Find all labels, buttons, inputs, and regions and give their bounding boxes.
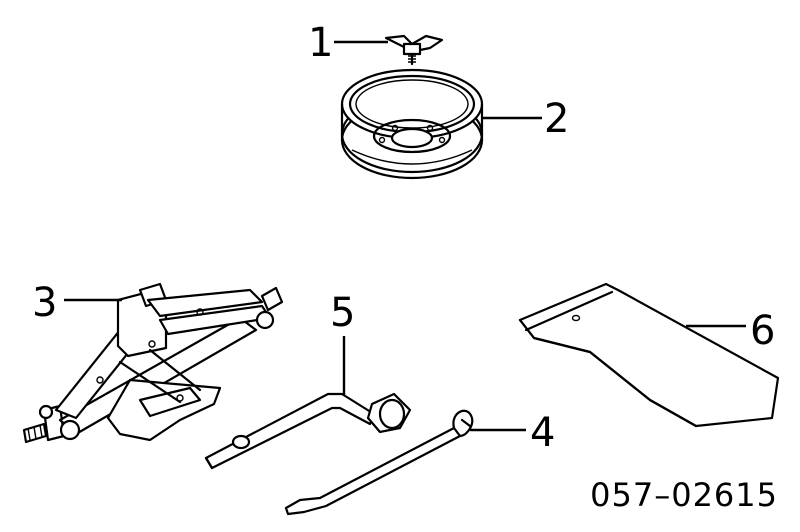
part-5-wheel-brace	[204, 392, 412, 470]
diagram-code: 057–02615	[590, 476, 778, 514]
part-3-scissor-jack	[22, 282, 284, 444]
part-1-wing-bolt	[384, 34, 444, 66]
leader-lines	[64, 40, 746, 432]
callout-1: 1	[308, 20, 333, 66]
part-4-jack-handle	[284, 409, 474, 516]
callout-5: 5	[330, 290, 355, 336]
callout-2: 2	[544, 96, 569, 142]
part-6-tool-bag	[518, 282, 780, 428]
part-2-spare-wheel	[340, 68, 484, 180]
callout-3: 3	[32, 280, 57, 326]
callout-4: 4	[530, 410, 555, 456]
callout-6: 6	[750, 308, 775, 354]
